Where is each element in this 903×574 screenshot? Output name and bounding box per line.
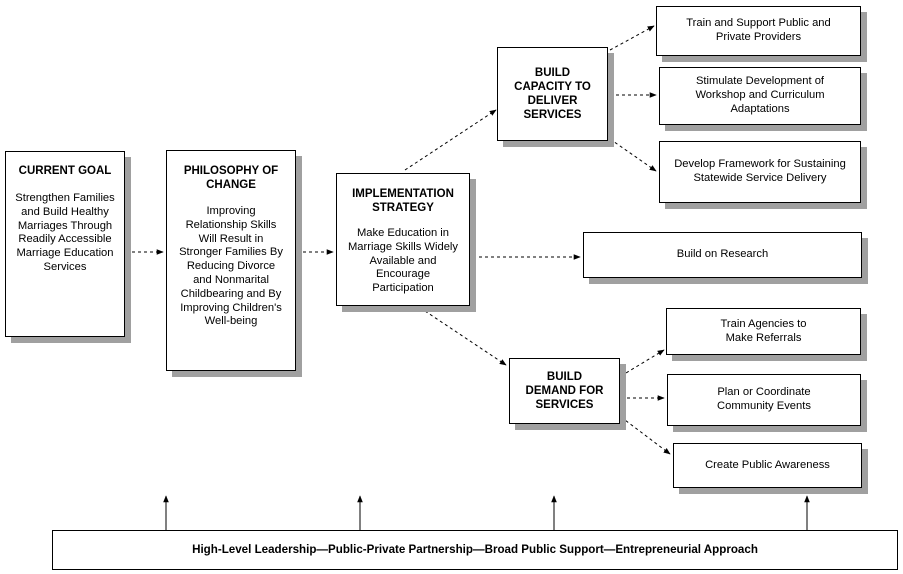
implementation-text: Make Education in Marriage Skills Widely…	[347, 227, 459, 295]
demand-item-events: Plan or Coordinate Community Events	[667, 374, 861, 426]
foundation-text: High-Level Leadership—Public-Private Par…	[192, 543, 758, 557]
capacity-item-providers: Train and Support Public and Private Pro…	[656, 6, 861, 56]
philosophy-title: PHILOSOPHY OF CHANGE	[183, 165, 279, 191]
build-capacity-box: BUILD CAPACITY TO DELIVER SERVICES	[497, 47, 608, 141]
demand-item-referrals: Train Agencies to Make Referrals	[666, 308, 861, 355]
demand-item-awareness: Create Public Awareness	[673, 443, 862, 488]
foundation-bar: High-Level Leadership—Public-Private Par…	[52, 530, 898, 570]
research-box: Build on Research	[583, 232, 862, 278]
capacity-item-label: Train and Support Public and Private Pro…	[686, 17, 831, 43]
capacity-item-framework: Develop Framework for Sustaining Statewi…	[659, 141, 861, 203]
arrow-implementation-to-capacity	[404, 109, 497, 171]
build-demand-title: BUILD DEMAND FOR SERVICES	[525, 371, 604, 411]
capacity-item-workshops: Stimulate Development of Workshop and Cu…	[659, 67, 861, 125]
capacity-item-label: Develop Framework for Sustaining Statewi…	[674, 158, 846, 184]
philosophy-text: Improving Relationship Skills Will Resul…	[179, 205, 283, 328]
arrow-demand-to-referrals	[620, 349, 665, 377]
arrow-implementation-to-demand	[424, 310, 507, 366]
implementation-title: IMPLEMENTATION STRATEGY	[352, 188, 454, 214]
demand-item-label: Plan or Coordinate Community Events	[717, 386, 811, 412]
capacity-item-label: Stimulate Development of Workshop and Cu…	[695, 75, 825, 115]
arrow-demand-to-awareness	[620, 416, 671, 455]
implementation-strategy-box: IMPLEMENTATION STRATEGY Make Education i…	[336, 173, 470, 306]
build-capacity-title: BUILD CAPACITY TO DELIVER SERVICES	[514, 67, 591, 121]
current-goal-box: CURRENT GOAL Strengthen Families and Bui…	[5, 151, 125, 337]
arrow-capacity-to-providers	[609, 25, 655, 51]
current-goal-title: CURRENT GOAL	[18, 165, 112, 177]
philosophy-of-change-box: PHILOSOPHY OF CHANGE Improving Relations…	[166, 150, 296, 371]
demand-item-label: Create Public Awareness	[705, 458, 830, 471]
research-label: Build on Research	[676, 248, 769, 261]
current-goal-text: Strengthen Families and Build Healthy Ma…	[15, 192, 115, 273]
build-demand-box: BUILD DEMAND FOR SERVICES	[509, 358, 620, 424]
arrow-capacity-to-framework	[609, 138, 657, 172]
demand-item-label: Train Agencies to Make Referrals	[720, 317, 807, 344]
